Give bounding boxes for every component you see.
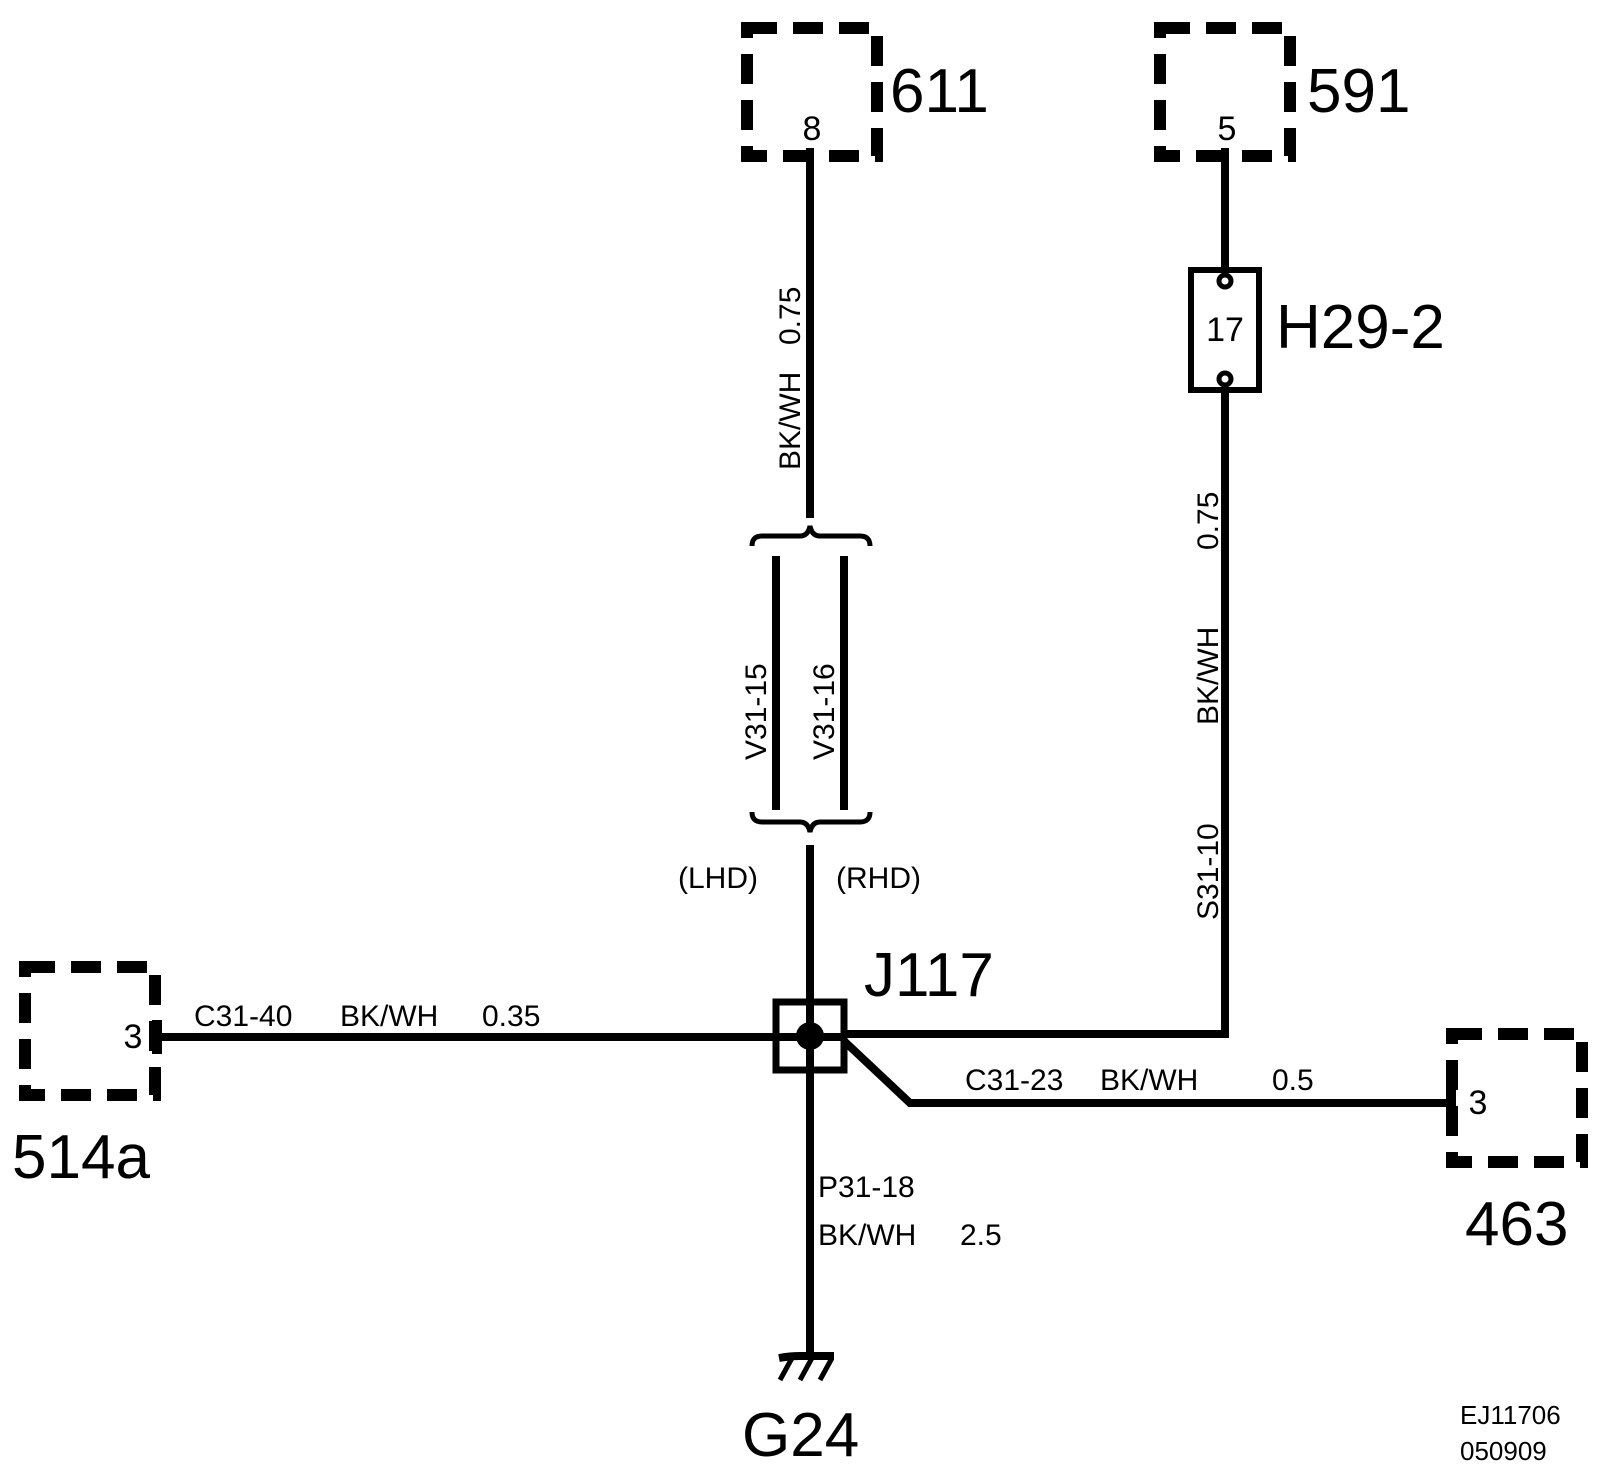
- lhd-label: (LHD): [678, 862, 758, 895]
- connector-591: 5 591: [1154, 22, 1410, 162]
- wire-s31-10-size: 0.75: [1192, 492, 1225, 550]
- wire-c31-23-size: 0.5: [1272, 1064, 1314, 1097]
- wire-611-size: 0.75: [774, 287, 807, 345]
- connector-591-label: 591: [1307, 57, 1410, 126]
- wire-c31-40-label: C31-40 BK/WH 0.35: [194, 1000, 540, 1033]
- inline-connector-top-pin: [1216, 272, 1234, 290]
- doc-date: 050909: [1460, 1436, 1547, 1466]
- splice-j117: J117: [772, 941, 994, 1074]
- ground-label: G24: [742, 1401, 859, 1470]
- connector-591-pin: 5: [1218, 110, 1237, 148]
- wire-p31-18-id: P31-18: [818, 1171, 915, 1204]
- connector-463: 3 463: [1446, 1028, 1588, 1259]
- ground-symbol-tick-2: [797, 1356, 815, 1382]
- wire-c31-40-id: C31-40: [194, 1000, 292, 1033]
- brace-top: [749, 525, 873, 547]
- doc-ref: EJ11706: [1460, 1400, 1561, 1430]
- connector-514a: 3 514a: [12, 961, 162, 1192]
- rhd-label: (RHD): [836, 862, 921, 895]
- wire-p31-18-size: 2.5: [960, 1219, 1002, 1252]
- connector-463-pin: 3: [1469, 1084, 1488, 1122]
- ground-symbol-tick-3: [817, 1356, 835, 1382]
- ground-symbol-bar: [778, 1352, 834, 1362]
- wire-s31-10-id: S31-10: [1192, 823, 1225, 920]
- inline-connector-pin: 17: [1206, 311, 1244, 349]
- wire-c31-23: [840, 1037, 1450, 1107]
- splice-label: J117: [864, 941, 994, 1010]
- brace-bottom: [749, 811, 873, 833]
- wire-p31-18-label: P31-18 BK/WH 2.5: [818, 1171, 1002, 1252]
- wire-c31-40-color: BK/WH: [340, 1000, 438, 1033]
- connector-463-box: [1446, 1028, 1588, 1168]
- wire-s31-10: [846, 388, 1229, 1038]
- wire-c31-23-label: C31-23 BK/WH 0.5: [965, 1064, 1314, 1097]
- wire-s31-10-color: BK/WH: [1192, 627, 1225, 725]
- connector-611-label: 611: [890, 57, 989, 126]
- connector-611: 8 611: [741, 22, 989, 162]
- connector-514a-pin: 3: [124, 1018, 143, 1056]
- wire-s31-10-label: S31-10 BK/WH 0.75: [1192, 492, 1225, 920]
- wire-v31-15-label: V31-15: [740, 663, 773, 760]
- connector-611-pin: 8: [803, 110, 822, 148]
- connector-463-label: 463: [1465, 1190, 1568, 1259]
- wire-p31-18-color: BK/WH: [818, 1219, 916, 1252]
- inline-connector-label: H29-2: [1276, 293, 1445, 362]
- wire-c31-40-size: 0.35: [482, 1000, 540, 1033]
- ground-g24: G24: [742, 1352, 859, 1470]
- wire-611-label: BK/WH 0.75: [774, 287, 807, 470]
- wire-611-color: BK/WH: [774, 372, 807, 470]
- wire-v31-16-label: V31-16: [808, 663, 841, 760]
- inline-connector-h29-2: 17 H29-2: [1188, 267, 1445, 393]
- wire-c31-23-id: C31-23: [965, 1064, 1063, 1097]
- connector-514a-label: 514a: [12, 1123, 150, 1192]
- connector-514a-terminal: [152, 1020, 162, 1054]
- wire-c31-23-color: BK/WH: [1100, 1064, 1198, 1097]
- connector-463-terminal: [1446, 1086, 1456, 1120]
- inline-connector-bottom-pin: [1216, 370, 1234, 388]
- splice-dot: [796, 1022, 824, 1050]
- ground-symbol-tick-1: [777, 1356, 795, 1382]
